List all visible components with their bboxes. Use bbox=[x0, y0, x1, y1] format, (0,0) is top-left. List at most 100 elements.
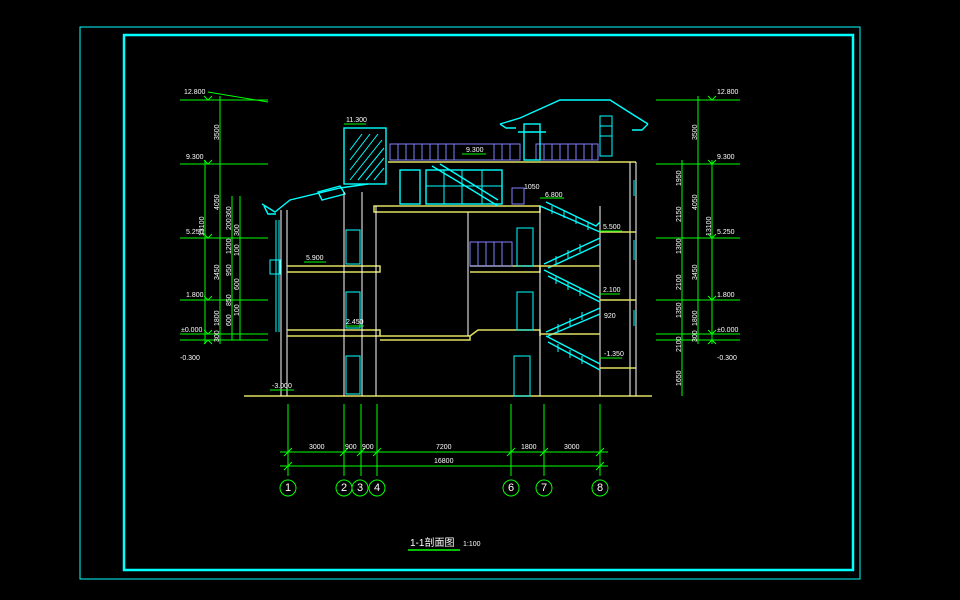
level-920: 920 bbox=[604, 313, 616, 320]
span-total: 16800 bbox=[434, 458, 454, 465]
right-stair-1950: 1950 bbox=[676, 170, 683, 186]
right-dim-1800: 1800 bbox=[692, 310, 699, 326]
pavilion-eave-right bbox=[632, 123, 649, 131]
axis-label: 7 bbox=[541, 482, 547, 494]
right-elev-9300: 9.300 bbox=[717, 154, 735, 161]
axis-label: 2 bbox=[341, 482, 347, 494]
door-f3 bbox=[345, 229, 361, 265]
building-section bbox=[244, 99, 652, 397]
left-subdim-100a: 100 bbox=[234, 304, 241, 316]
left-elev-1800: 1.800 bbox=[186, 292, 204, 299]
level-6800: 6.800 bbox=[545, 192, 563, 199]
slab-f2-mid bbox=[380, 335, 471, 341]
span-6-7: 1800 bbox=[521, 444, 537, 451]
left-subdim-600b: 600 bbox=[234, 278, 241, 290]
stair-flights bbox=[431, 163, 601, 371]
level-1350: -1.350 bbox=[604, 351, 624, 358]
left-subdim-360: 360 bbox=[226, 206, 233, 218]
axis-label: 8 bbox=[597, 482, 603, 494]
right-stair-1300: 1300 bbox=[676, 238, 683, 254]
left-dimension-lines bbox=[180, 91, 269, 344]
left-elev-9300: 9.300 bbox=[186, 154, 204, 161]
right-elev-0: ±0.000 bbox=[717, 327, 738, 334]
balcony-left bbox=[269, 259, 281, 275]
axis-bubble: 7 bbox=[535, 479, 553, 497]
right-dim-300: 300 bbox=[692, 330, 699, 342]
left-subdim-850: 850 bbox=[226, 294, 233, 306]
right-elev-5250: 5.250 bbox=[717, 229, 735, 236]
right-stair-1650: 1650 bbox=[676, 370, 683, 386]
bottom-dimension-lines bbox=[280, 404, 608, 476]
axis-bubble: 1 bbox=[279, 479, 297, 497]
right-dim-13100: 13100 bbox=[706, 216, 713, 236]
span-4-6: 7200 bbox=[436, 444, 452, 451]
axis-label: 1 bbox=[285, 482, 291, 494]
terrace-railing-right bbox=[535, 143, 599, 161]
inner-frame bbox=[122, 33, 855, 572]
terrace-railing-bars-right bbox=[543, 144, 593, 160]
terrace-railing-bars bbox=[397, 144, 511, 160]
interior-level-markers bbox=[270, 123, 622, 391]
right-stair-2100b: 2100 bbox=[676, 336, 683, 352]
balcony-railing-mid-bars bbox=[477, 242, 503, 266]
balcony-railing-mid bbox=[469, 241, 513, 267]
right-stair-2100: 2100 bbox=[676, 274, 683, 290]
left-dim-4050: 4050 bbox=[214, 194, 221, 210]
left-subdim-1200: 1200 bbox=[226, 238, 233, 254]
axis-bubbles: 1 2 3 4 6 7 8 bbox=[279, 479, 609, 497]
window-upper-2 bbox=[425, 169, 503, 205]
level-2100: 2.100 bbox=[603, 287, 621, 294]
chimney bbox=[343, 127, 387, 185]
axis-bubble: 4 bbox=[368, 479, 386, 497]
right-elev-1800: 1.800 bbox=[717, 292, 735, 299]
chimney-hatch bbox=[349, 133, 385, 181]
left-dim-300: 300 bbox=[214, 330, 221, 342]
level-5900: 5.900 bbox=[306, 255, 324, 262]
axis-label: 6 bbox=[508, 482, 514, 494]
left-wing-roof bbox=[261, 183, 369, 213]
left-dim-3500: 3500 bbox=[214, 124, 221, 140]
right-elevation-markers bbox=[707, 95, 717, 345]
right-elev-12800: 12.800 bbox=[717, 89, 739, 96]
right-dimension-lines bbox=[656, 96, 740, 396]
right-elev-ground: -0.300 bbox=[717, 355, 737, 362]
left-subdim-950: 950 bbox=[226, 264, 233, 276]
slab-f4 bbox=[373, 205, 541, 213]
left-elev-ground: -0.300 bbox=[180, 355, 200, 362]
window-upper-1 bbox=[399, 169, 421, 205]
terrace-railing bbox=[389, 143, 521, 161]
slab-f3 bbox=[287, 265, 381, 273]
axis-bubble: 2 bbox=[335, 479, 353, 497]
stair-balusters bbox=[551, 206, 589, 364]
level-2450: 2.450 bbox=[346, 319, 364, 326]
right-stair-2150: 2150 bbox=[676, 206, 683, 222]
left-subdim-300b: 300 bbox=[234, 224, 241, 236]
left-dim-1800: 1800 bbox=[214, 310, 221, 326]
span-2-3: 900 bbox=[345, 444, 357, 451]
level-3000: -3.000 bbox=[272, 383, 292, 390]
stair-landings bbox=[540, 231, 636, 369]
left-elevation-markers bbox=[203, 95, 213, 345]
bottom-span-labels: 3000 900 900 7200 1800 3000 16800 bbox=[309, 444, 580, 465]
left-subdim-600a: 600 bbox=[226, 314, 233, 326]
left-elev-5250: 5.250 bbox=[186, 229, 204, 236]
right-dim-3500: 3500 bbox=[692, 124, 699, 140]
door-f1 bbox=[345, 355, 361, 395]
door-f2 bbox=[345, 291, 361, 329]
axis-label: 3 bbox=[357, 482, 363, 494]
left-subdim-200: 200 bbox=[226, 218, 233, 230]
span-1-2: 3000 bbox=[309, 444, 325, 451]
left-dim-13100: 13100 bbox=[199, 216, 206, 236]
eave-left bbox=[263, 205, 276, 215]
left-subdim-100b: 100 bbox=[234, 244, 241, 256]
slab-f2 bbox=[287, 329, 381, 337]
roof-tile-hatch bbox=[316, 185, 347, 201]
left-elev-0: ±0.000 bbox=[181, 327, 202, 334]
span-7-8: 3000 bbox=[564, 444, 580, 451]
span-3-4: 900 bbox=[362, 444, 374, 451]
pavilion-eave-left bbox=[499, 123, 516, 129]
level-5500: 5.500 bbox=[603, 224, 621, 231]
axis-bubble: 3 bbox=[351, 479, 369, 497]
axis-label: 4 bbox=[374, 482, 380, 494]
